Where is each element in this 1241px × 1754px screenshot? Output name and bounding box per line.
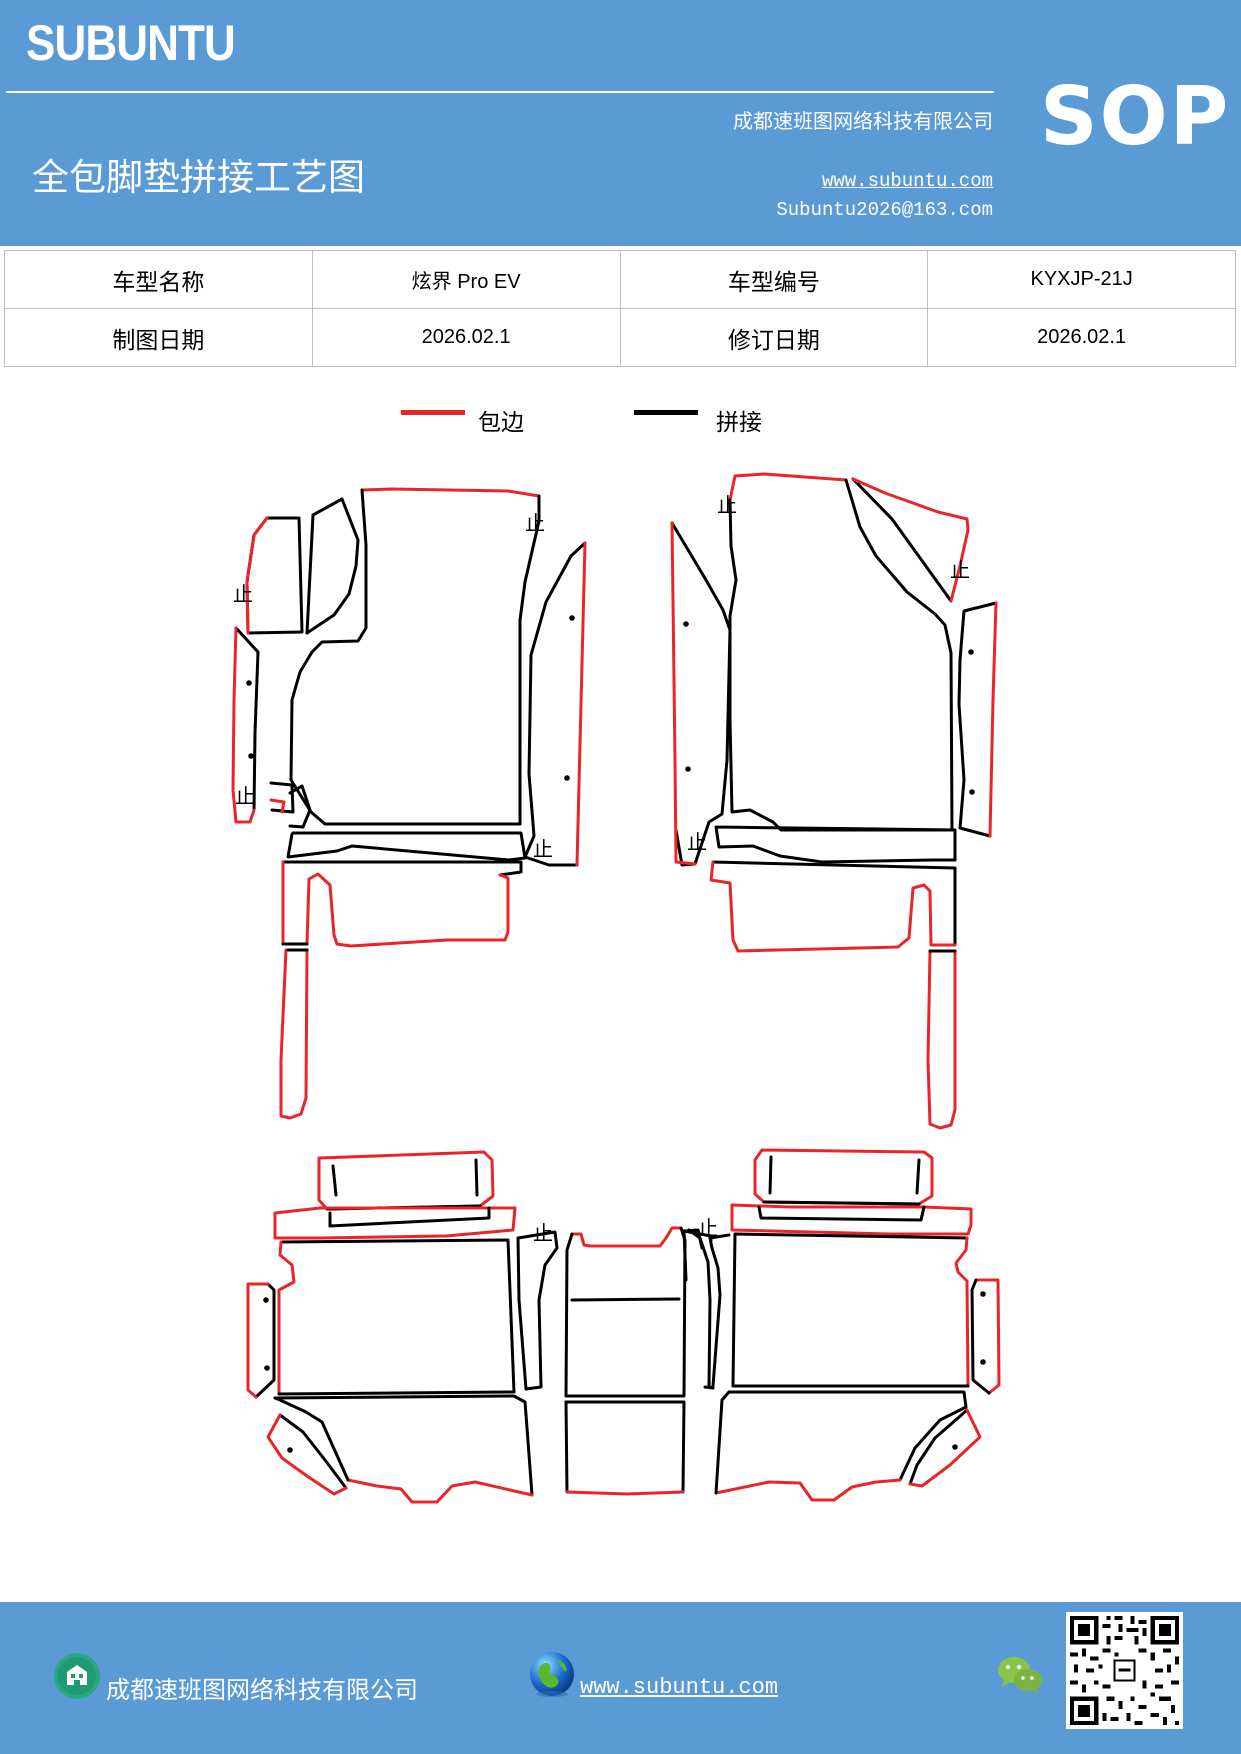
stop-mark: 止 <box>687 830 707 854</box>
stop-mark: 止 <box>533 1221 553 1245</box>
stop-mark: 止 <box>233 582 253 606</box>
footer-banner: 成都速班图网络科技有限公司 www.subuntu.com <box>0 1602 1241 1754</box>
stop-mark: 止 <box>717 493 737 517</box>
footer-website-link[interactable]: www.subuntu.com <box>580 1675 779 1700</box>
stop-mark: 止 <box>950 558 970 582</box>
qr-code <box>1066 1612 1183 1729</box>
building-icon <box>54 1653 100 1699</box>
model-code-label: 车型编号 <box>619 250 929 309</box>
stop-mark: 止 <box>698 1216 718 1240</box>
model-name-label: 车型名称 <box>4 250 313 309</box>
legend-edge-label: 包边 <box>478 410 524 436</box>
stop-mark: 止 <box>525 511 545 535</box>
wechat-icon <box>998 1657 1042 1694</box>
front-left-mat <box>231 487 587 1120</box>
document-title: 全包脚垫拼接工艺图 <box>32 156 365 199</box>
revision-date-value: 2026.02.1 <box>927 308 1236 367</box>
rear-center-mat <box>564 1226 704 1496</box>
drawing-date-value: 2026.02.1 <box>311 308 621 367</box>
stop-mark: 止 <box>235 784 255 808</box>
sop-badge: SOP <box>1040 70 1231 163</box>
stop-mark: 止 <box>533 837 553 861</box>
header-website-link[interactable]: www.subuntu.com <box>821 170 993 192</box>
brand-logo: SUBUNTU <box>26 15 236 71</box>
legend-splice-swatch <box>634 410 698 415</box>
legend-edge-swatch <box>401 410 465 415</box>
header-banner: SUBUNTU 成都速班图网络科技有限公司 全包脚垫拼接工艺图 www.subu… <box>0 0 1241 246</box>
rear-left-mat <box>246 1150 559 1504</box>
model-code-value: KYXJP-21J <box>927 250 1236 309</box>
model-name-value: 炫界 Pro EV <box>311 250 621 309</box>
footer-company: 成都速班图网络科技有限公司 <box>106 1676 418 1704</box>
drawing-date-label: 制图日期 <box>4 308 313 367</box>
info-row: 制图日期 2026.02.1 修订日期 2026.02.1 <box>4 308 1236 367</box>
globe-icon <box>530 1652 574 1697</box>
header-company: 成都速班图网络科技有限公司 <box>733 109 993 133</box>
info-row: 车型名称 炫界 Pro EV 车型编号 KYXJP-21J <box>4 250 1236 309</box>
legend-splice-label: 拼接 <box>716 410 762 436</box>
header-divider <box>6 91 994 93</box>
info-table: 车型名称 炫界 Pro EV 车型编号 KYXJP-21J 制图日期 2026.… <box>4 250 1236 367</box>
revision-date-label: 修订日期 <box>619 308 929 367</box>
header-email[interactable]: Subuntu2026@163.com <box>776 199 993 221</box>
rear-right-mat <box>682 1148 1001 1502</box>
front-right-mat <box>670 472 998 1130</box>
